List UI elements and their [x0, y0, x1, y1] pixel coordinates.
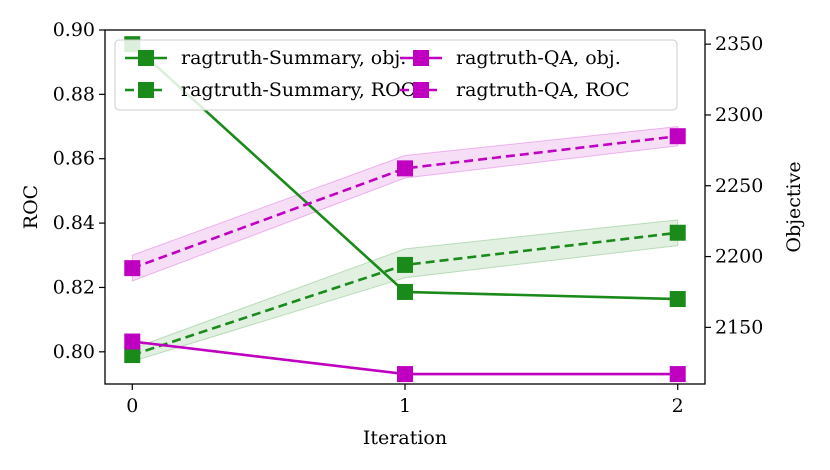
- series-2-marker: [669, 366, 686, 383]
- legend-frame: [114, 39, 678, 111]
- series-3-marker: [397, 160, 413, 177]
- series-3-marker: [124, 260, 141, 277]
- legend-marker: [413, 82, 429, 98]
- right-tick-label: 2250: [715, 175, 763, 197]
- legend-label: ragtruth-QA, ROC: [456, 79, 630, 101]
- legend-marker: [138, 82, 154, 98]
- axis-ticks: 0 1 2 0.80 0.82 0.84 0.86 0.88 0.90 2150 2200 2250 2…: [53, 19, 764, 417]
- left-tick-label: 0.84: [53, 212, 95, 234]
- right-axis-title: Objective: [783, 161, 805, 252]
- legend-label: ragtruth-QA, obj.: [456, 47, 621, 69]
- right-tick-label: 2300: [715, 104, 763, 126]
- series-markers: [124, 36, 686, 383]
- x-tick-label: 1: [399, 395, 411, 417]
- legend-marker: [138, 50, 154, 66]
- right-tick-label: 2350: [715, 33, 763, 55]
- series-1-marker: [669, 224, 686, 241]
- series-0-marker: [397, 283, 413, 300]
- legend-marker: [413, 50, 429, 66]
- left-tick-label: 0.80: [53, 341, 95, 363]
- x-tick-label: 0: [126, 395, 138, 417]
- right-tick-label: 2150: [715, 316, 763, 338]
- left-tick-label: 0.82: [53, 276, 95, 298]
- series-2-marker: [124, 333, 141, 350]
- left-axis-title: ROC: [20, 185, 42, 229]
- series-2-marker: [397, 366, 413, 383]
- legend-label: ragtruth-Summary, obj.: [181, 47, 406, 69]
- x-tick-label: 2: [672, 395, 684, 417]
- legend-label: ragtruth-Summary, ROC: [181, 79, 415, 101]
- series-1-marker: [124, 347, 141, 364]
- x-axis-title: Iteration: [363, 427, 447, 449]
- left-tick-label: 0.90: [53, 19, 95, 41]
- series-0-marker: [669, 291, 686, 308]
- left-tick-label: 0.88: [53, 83, 95, 105]
- legend: ragtruth-Summary, obj. ragtruth-Summary, …: [114, 39, 678, 111]
- series-1-marker: [397, 256, 413, 273]
- right-tick-label: 2200: [715, 246, 763, 268]
- left-tick-label: 0.86: [53, 148, 95, 170]
- series-3-marker: [669, 128, 686, 145]
